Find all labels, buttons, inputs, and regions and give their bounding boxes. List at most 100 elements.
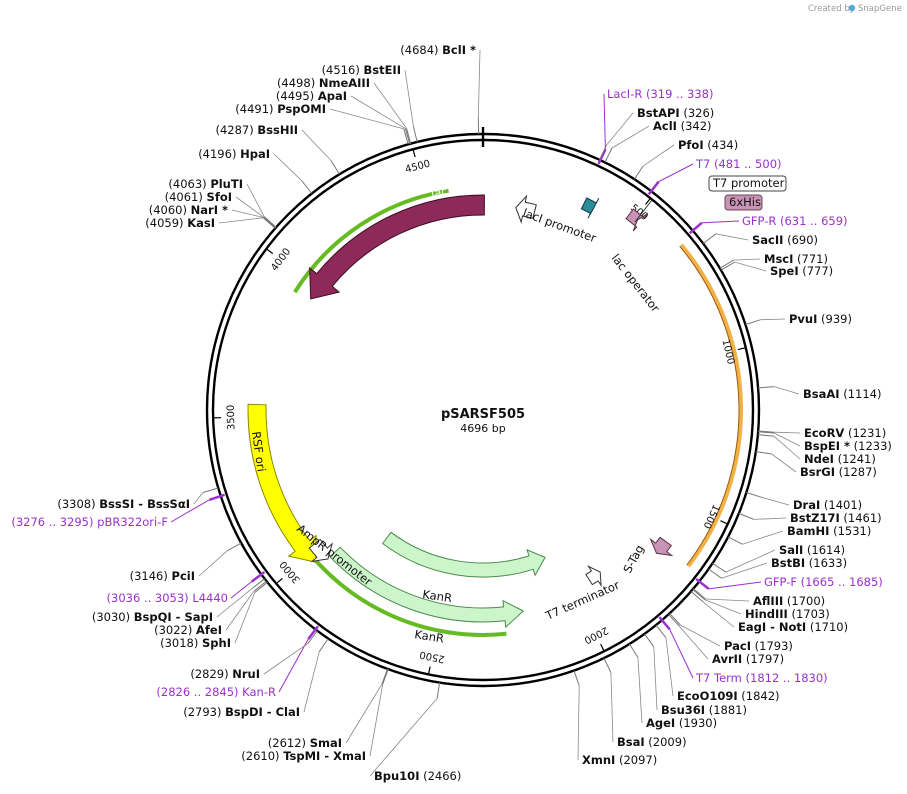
site-label[interactable]: AgeI (1930) xyxy=(646,716,717,730)
primer-label[interactable]: GFP-F (1665 .. 1685) xyxy=(764,575,883,589)
kanr-feature-arrow-1[interactable] xyxy=(381,531,546,578)
site-leader xyxy=(665,637,674,697)
site-label[interactable]: BsaI (2009) xyxy=(617,735,687,749)
site-label[interactable]: Bsu36I (1881) xyxy=(661,703,747,717)
s-tag-arrow[interactable] xyxy=(649,536,674,557)
site-label[interactable]: BsaAI (1114) xyxy=(803,387,881,401)
site-leader xyxy=(606,112,634,146)
site-label[interactable]: XmnI (2097) xyxy=(582,753,657,767)
site-tick xyxy=(573,670,580,686)
primer-label[interactable]: (3036 .. 3053) L4440 xyxy=(107,591,228,605)
lac-operator-box[interactable] xyxy=(580,197,600,219)
site-label[interactable]: BspEI * (1233) xyxy=(804,439,892,453)
site-label[interactable]: AvrII (1797) xyxy=(712,652,784,666)
site-label[interactable]: EagI - NotI (1710) xyxy=(738,620,848,634)
site-leader xyxy=(477,49,481,119)
site-label[interactable]: EcoRV (1231) xyxy=(804,426,886,440)
plasmid-length: 4696 bp xyxy=(460,422,505,435)
site-leader xyxy=(303,651,320,713)
site-tick xyxy=(599,145,607,161)
t7-terminator-arrow[interactable] xyxy=(585,565,602,588)
site-label[interactable]: AflIII (1700) xyxy=(753,594,825,608)
site-label[interactable]: (4061) SfoI xyxy=(165,190,232,204)
site-label[interactable]: PvuI (939) xyxy=(789,312,852,326)
site-label[interactable]: (4287) BssHII xyxy=(215,123,298,137)
site-label[interactable]: BamHI (1531) xyxy=(787,524,871,538)
site-label[interactable]: (4491) PspOMI xyxy=(235,102,326,116)
site-label[interactable]: (3022) AfeI xyxy=(154,623,222,637)
primer-label[interactable]: GFP-R (631 .. 659) xyxy=(742,214,848,228)
laci-highlight-arc xyxy=(293,188,450,294)
site-label[interactable]: (4684) BclI * xyxy=(400,43,476,57)
site-leader xyxy=(263,643,309,675)
site-tick xyxy=(254,581,268,593)
site-label[interactable]: (4498) NmeAIII xyxy=(277,76,370,90)
kanr-feature-arrow-2[interactable] xyxy=(329,546,525,629)
laci-promoter-arrow[interactable] xyxy=(515,194,537,224)
primer-label[interactable]: T7 (481 .. 500) xyxy=(695,157,782,171)
site-label[interactable]: (4060) NarI * xyxy=(149,203,228,217)
site-label[interactable]: (4495) ApaI xyxy=(276,89,347,103)
site-label[interactable]: (2612) SmaI xyxy=(268,736,342,750)
site-leader xyxy=(678,625,709,660)
feature-arrows xyxy=(247,194,674,629)
site-tick xyxy=(655,624,667,638)
site-label[interactable]: (3308) BssSI - BssSαI xyxy=(57,497,190,511)
primer-label[interactable]: T7 Term (1812 .. 1830) xyxy=(695,671,828,685)
kanr-label-1: KanR xyxy=(422,587,453,605)
t7-promoter-box: T7 promoter xyxy=(708,175,787,192)
site-label[interactable]: BstBI (1633) xyxy=(771,556,847,570)
site-label[interactable]: PfoI (434) xyxy=(678,138,738,152)
site-label[interactable]: PacI (1793) xyxy=(724,639,793,653)
rsf-ori-label: RSF ori xyxy=(249,430,269,472)
site-label[interactable]: BstZ17I (1461) xyxy=(790,511,882,525)
site-label[interactable]: (2829) NruI xyxy=(190,667,260,681)
site-tick xyxy=(412,126,418,143)
site-label[interactable]: BsrGI (1287) xyxy=(800,465,877,479)
site-label[interactable]: SpeI (777) xyxy=(770,264,833,278)
site-label[interactable]: Bpu10I (2466) xyxy=(374,769,461,783)
primer-label[interactable]: (3276 .. 3295) pBR322ori-F xyxy=(11,515,168,529)
site-label[interactable]: DraI (1401) xyxy=(793,498,862,512)
site-label[interactable]: (4063) PluTI xyxy=(168,177,243,191)
primer-label[interactable]: (2826 .. 2845) Kan-R xyxy=(156,685,276,699)
site-label[interactable]: (4059) KasI xyxy=(145,216,215,230)
restriction-sites: (4684) BclI * (4516) BstEII(4498) NmeAIII… xyxy=(57,43,892,783)
site-tick xyxy=(746,492,762,498)
primer-label[interactable]: LacI-R (319 .. 338) xyxy=(607,87,713,101)
site-label[interactable]: (3018) SphI xyxy=(160,636,231,650)
site-label[interactable]: SacII (690) xyxy=(752,233,818,247)
site-tick xyxy=(301,180,313,194)
site-label[interactable]: AclI (342) xyxy=(653,119,712,133)
site-label[interactable]: BstAPI (326) xyxy=(637,106,714,120)
laci-feature-arrow[interactable] xyxy=(309,194,485,300)
rsf-ori-feature-arrow[interactable] xyxy=(247,403,317,563)
site-label[interactable]: (2793) BspDI - ClaI xyxy=(183,705,300,719)
site-leader xyxy=(725,549,776,573)
site-label[interactable]: MscI (771) xyxy=(764,252,828,266)
site-label[interactable]: (3146) PciI xyxy=(130,569,195,583)
site-leader xyxy=(704,599,742,615)
site-label[interactable]: (4196) HpaI xyxy=(198,147,270,161)
primer-leader xyxy=(701,220,740,224)
site-tick xyxy=(633,165,644,180)
site-label[interactable]: (3030) BspQI - SapI xyxy=(92,610,213,624)
site-label[interactable]: NdeI (1241) xyxy=(804,452,876,466)
site-label[interactable]: EcoO109I (1842) xyxy=(677,689,780,703)
ampr-promoter-arrow[interactable] xyxy=(308,538,334,563)
site-label[interactable]: HindIII (1703) xyxy=(745,607,830,621)
selection-arc-edge xyxy=(679,245,740,566)
primer-mark xyxy=(209,493,225,501)
site-tick xyxy=(758,430,775,433)
site-leader xyxy=(610,672,614,743)
site-leader xyxy=(301,129,332,161)
site-tick xyxy=(708,568,722,579)
site-label[interactable]: (4516) BstEII xyxy=(322,63,401,77)
site-label[interactable]: (2610) TspMI - XmaI xyxy=(241,749,366,763)
site-leader xyxy=(760,318,786,321)
site-tick xyxy=(404,128,411,145)
tick-mark xyxy=(737,347,746,351)
site-label[interactable]: SalI (1614) xyxy=(779,543,845,557)
site-leader xyxy=(577,685,580,761)
site-leader xyxy=(404,69,414,127)
